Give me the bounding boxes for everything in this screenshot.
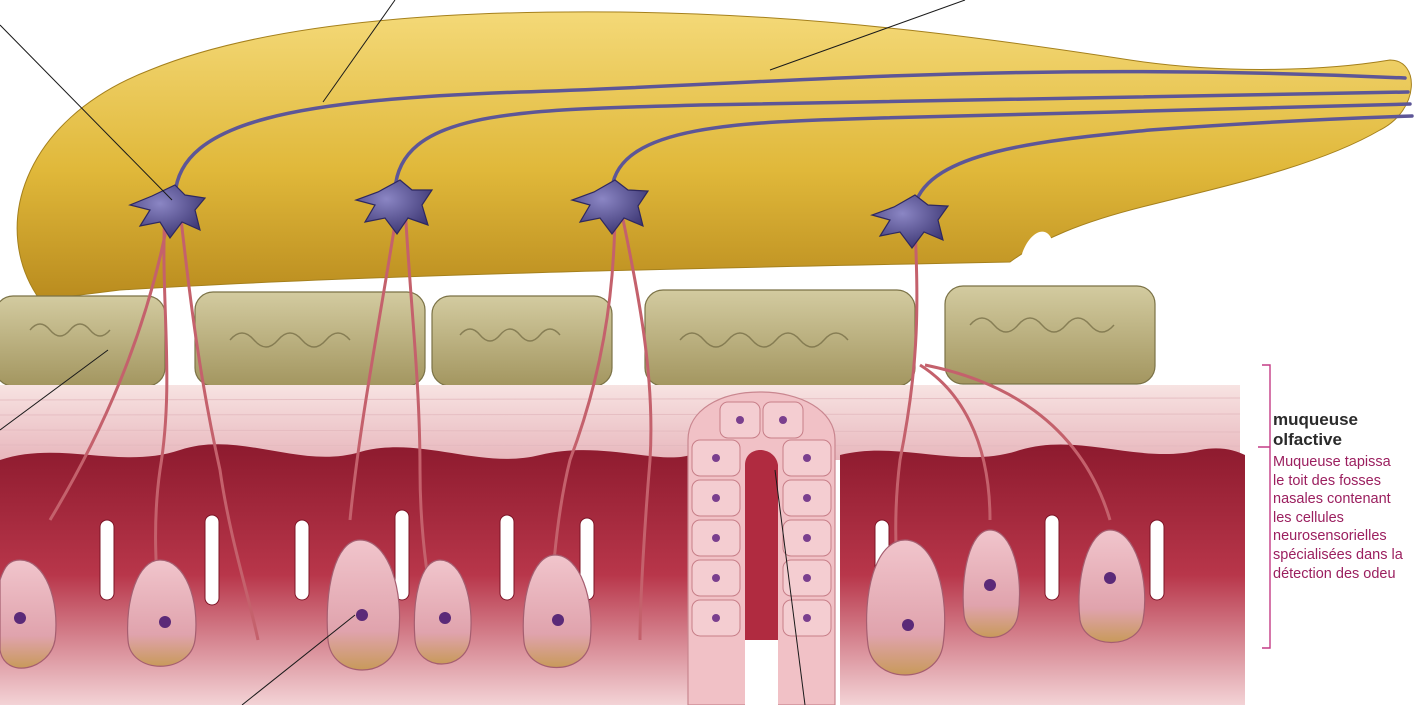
bracket (1258, 365, 1270, 648)
mucosa-label: muqueuse olfactive Muqueuse tapissa le t… (1273, 410, 1418, 583)
label-title-line1: muqueuse (1273, 410, 1358, 429)
ethmoid-bone (0, 286, 1155, 386)
label-title: muqueuse olfactive (1273, 410, 1418, 450)
label-title-line2: olfactive (1273, 430, 1342, 449)
label-desc-line: les cellules (1273, 509, 1418, 528)
label-desc-line: spécialisées dans la (1273, 546, 1418, 565)
bowman-gland (688, 392, 835, 705)
label-desc-line: détection des odeu (1273, 565, 1418, 584)
label-description: Muqueuse tapissa le toit des fosses nasa… (1273, 453, 1418, 583)
label-desc-line: Muqueuse tapissa (1273, 453, 1418, 472)
label-desc-line: neurosensorielles (1273, 527, 1418, 546)
olfactory-bulb (17, 12, 1411, 300)
label-desc-line: nasales contenant (1273, 490, 1418, 509)
label-desc-line: le toit des fosses (1273, 472, 1418, 491)
